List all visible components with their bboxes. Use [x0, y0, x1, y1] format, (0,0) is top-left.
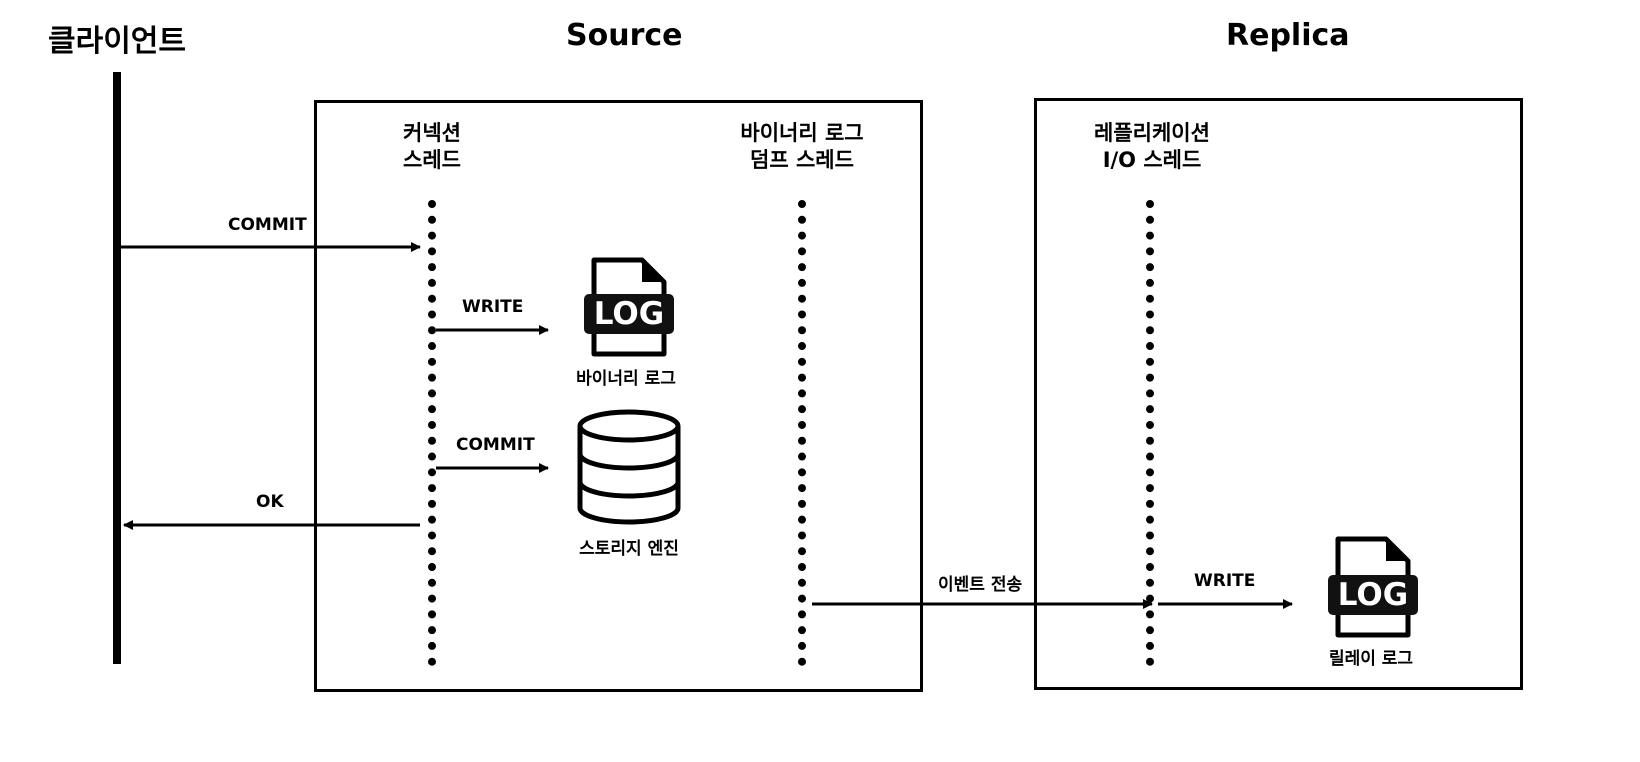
source-title: Source [566, 18, 683, 53]
replica-title: Replica [1226, 18, 1350, 53]
storage-engine-label: 스토리지 엔진 [579, 539, 679, 559]
binlog-dump-thread-label: 바이너리 로그 덤프 스레드 [722, 120, 882, 174]
write-label-relay: WRITE [1194, 571, 1256, 591]
database-icon [574, 408, 684, 528]
relay-log-file-icon: LOG [1324, 536, 1424, 639]
write-label-binlog: WRITE [462, 297, 524, 317]
commit-label-engine: COMMIT [456, 435, 535, 455]
replication-io-thread-line2: I/O 스레드 [1102, 148, 1202, 172]
connection-thread-lifeline [428, 200, 436, 666]
client-title: 클라이언트 [48, 24, 186, 59]
event-transfer-label: 이벤트 전송 [938, 575, 1023, 595]
binlog-label: 바이너리 로그 [576, 369, 676, 389]
binlog-dump-thread-line1: 바이너리 로그 [740, 121, 864, 145]
binlog-dump-thread-lifeline [798, 200, 806, 666]
replication-io-thread-line1: 레플리케이션 [1094, 121, 1210, 145]
commit-label-client: COMMIT [228, 215, 307, 235]
connection-thread-label: 커넥션 스레드 [372, 120, 492, 174]
relay-log-label: 릴레이 로그 [1328, 649, 1414, 669]
connection-thread-line1: 커넥션 [403, 121, 461, 145]
binlog-dump-thread-line2: 덤프 스레드 [750, 148, 854, 172]
source-box [314, 100, 923, 692]
binlog-file-icon: LOG [580, 257, 680, 358]
binlog-icon-text: LOG [593, 296, 665, 332]
replication-io-thread-label: 레플리케이션 I/O 스레드 [1072, 120, 1232, 174]
relay-icon-text: LOG [1337, 577, 1409, 613]
replication-io-thread-lifeline [1146, 200, 1154, 666]
client-lifeline [113, 72, 121, 664]
ok-label: OK [256, 492, 284, 512]
connection-thread-line2: 스레드 [403, 148, 461, 172]
replica-box [1034, 98, 1523, 690]
